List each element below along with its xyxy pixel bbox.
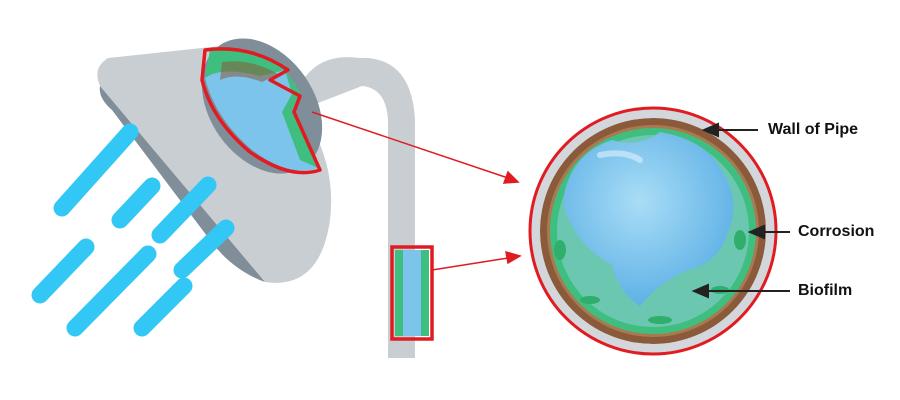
water-stream (31, 238, 95, 304)
water-stream (66, 245, 157, 337)
label-arrows (691, 122, 790, 299)
water-stream (173, 219, 235, 279)
water-stream (111, 177, 161, 229)
pipe-cross-section (528, 106, 778, 356)
water-streams (31, 123, 235, 337)
shower-head-biofilm-callout (200, 47, 322, 175)
label-corrosion: Corrosion (798, 223, 875, 240)
label-wall-of-pipe: Wall of Pipe (768, 121, 859, 138)
water-stream (151, 176, 217, 244)
pipe-section-callout (390, 245, 434, 341)
callout-arrows (311, 111, 522, 271)
label-biofilm: Biofilm (798, 282, 853, 299)
water-interior (563, 132, 734, 306)
water-stream (53, 123, 139, 217)
water-stream (133, 277, 193, 337)
